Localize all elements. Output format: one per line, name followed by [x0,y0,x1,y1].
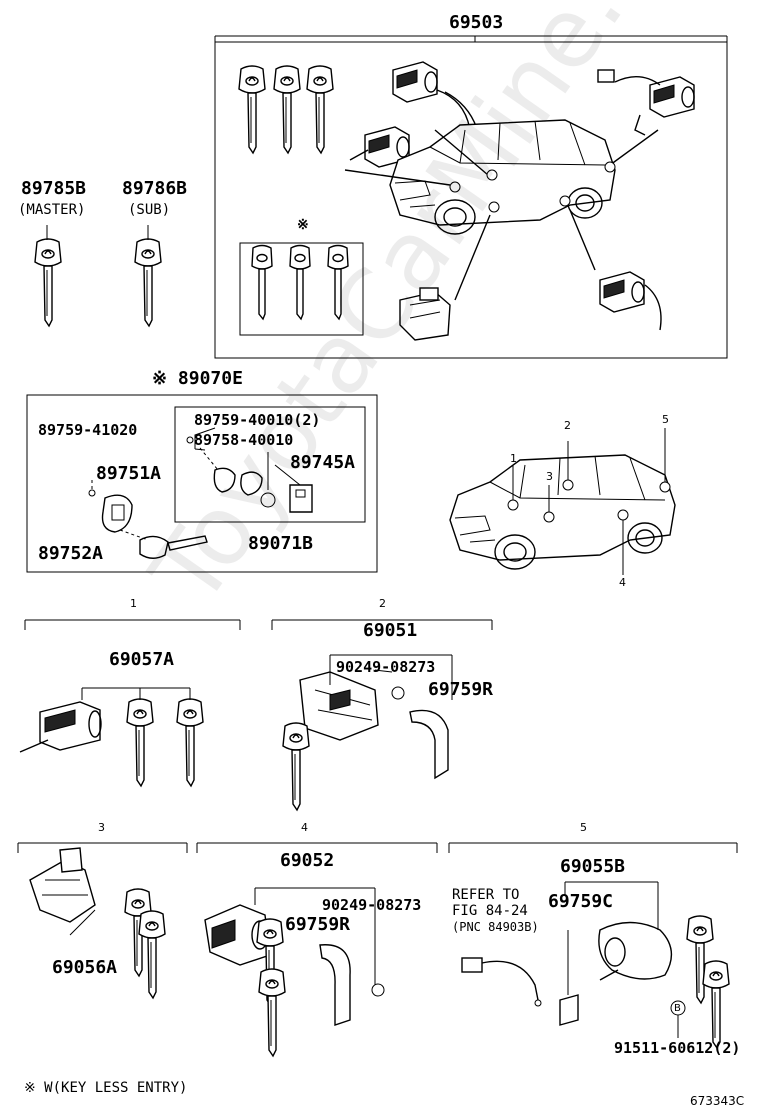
part-89751A-label: 89751A [96,463,162,484]
figure-code: 673343C [690,1094,745,1108]
part-91511-60612-label: 91511-60612(2) [614,1039,741,1057]
part-89070E-label: ※ 89070E [152,368,243,389]
refer-to-label: REFER TO [452,887,520,903]
section-4-marker: 4 [301,821,308,834]
part-90249-08273-label-a: 90249-08273 [336,658,436,676]
part-89759-40010-label: 89759-40010(2) [194,411,321,429]
callout-2: 2 [564,419,571,432]
part-89758-40010-label: 89758-40010 [194,431,294,449]
section-2-marker: 2 [379,597,386,610]
key-set-star-label: ※ [297,217,309,233]
part-89785B-label: 89785B [21,178,87,199]
pnc-ref-label: (PNC 84903B) [452,920,539,934]
callout-1: 1 [510,452,517,465]
part-89752A-label: 89752A [38,543,104,564]
master-label: (MASTER) [18,202,86,218]
section-1-marker: 1 [130,597,137,610]
callout-b: B [674,1003,681,1014]
sub-label: (SUB) [128,202,171,218]
footnote-keyless-entry: ※ W(KEY LESS ENTRY) [24,1080,188,1096]
part-69503-label: 69503 [449,12,504,33]
part-69057A-label: 69057A [109,649,175,670]
part-69759R-label-a: 69759R [428,679,494,700]
part-69055B-label: 69055B [560,856,626,877]
callout-3: 3 [546,470,553,483]
part-89759-41020-label: 89759-41020 [38,421,138,439]
part-89745A-label: 89745A [290,452,356,473]
section-3-marker: 3 [98,821,105,834]
callout-5: 5 [662,413,669,426]
part-89786B-label: 89786B [122,178,188,199]
part-69051-label: 69051 [363,620,418,641]
callout-4: 4 [619,576,626,589]
part-69056A-label: 69056A [52,957,118,978]
part-69052-label: 69052 [280,850,335,871]
fig-ref-label: FIG 84-24 [452,903,528,919]
part-90249-08273-label-b: 90249-08273 [322,896,422,914]
section-5-marker: 5 [580,821,587,834]
part-89071B-label: 89071B [248,533,314,554]
part-69759C-label: 69759C [548,891,614,912]
part-69759R-label-b: 69759R [285,914,351,935]
